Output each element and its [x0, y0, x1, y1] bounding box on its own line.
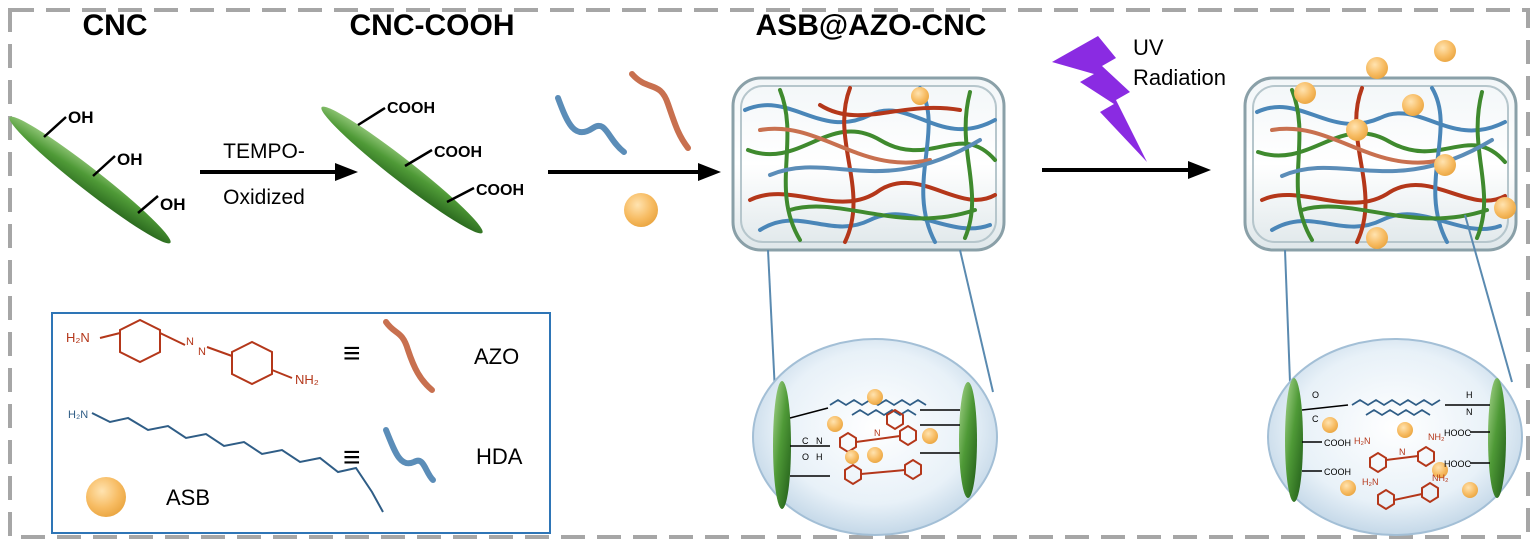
azo-amine-left: H₂N [66, 330, 90, 345]
cooh-group-3: COOH [476, 182, 524, 199]
hda-equiv-symbol: ≡ [343, 441, 361, 474]
legend-asb-label: ASB [166, 485, 210, 510]
step1-label-line2: Oxidized [223, 186, 305, 209]
zoom-loaded-amide-h: H [816, 452, 823, 462]
cooh-group-1: COOH [387, 100, 435, 117]
zoom-released-hooc-2: HOOC [1444, 459, 1472, 469]
zoom-released-nh2-1: NH₂ [1428, 432, 1445, 442]
zoom-line-right-released [1464, 214, 1513, 383]
azo-legend-icon [383, 319, 435, 393]
zoom-line-left-released [1284, 249, 1291, 383]
zoom-released-amide-o: O [1312, 390, 1319, 400]
title-cnc: CNC [83, 9, 148, 42]
cnc-cooh-rod [321, 106, 483, 234]
zoom-loaded-amide-n: N [816, 436, 823, 446]
zoom-released-amide-n: N [1466, 407, 1473, 417]
asb-ball-in-gel [911, 87, 929, 105]
zoom-released-cooh-2: COOH [1324, 467, 1351, 477]
arrow-step-2 [548, 163, 721, 181]
zoom-released-nh2-2: NH₂ [1432, 473, 1449, 483]
azo-nitrogen-2: N [198, 346, 206, 358]
azo-structure [99, 318, 293, 386]
azo-nitrogen-1: N [186, 336, 194, 348]
zoom-released-amide-c: C [1312, 414, 1319, 424]
zoom-line-left-loaded [767, 249, 776, 393]
hda-structure [91, 412, 384, 513]
zoom-bubble-loaded [752, 338, 998, 536]
zoom-released-h2n-2: H₂N [1362, 477, 1379, 487]
zoom-released-amide-h: H [1466, 390, 1473, 400]
azo-chain-reagent [629, 71, 691, 151]
oh-group-2: OH [117, 150, 143, 169]
arrow-step-3 [1042, 161, 1211, 179]
cooh-group-2: COOH [434, 144, 482, 161]
asb-legend-icon [86, 477, 126, 517]
legend-azo-label: AZO [474, 344, 519, 369]
zoom-released-hooc-1: HOOC [1444, 428, 1472, 438]
asb-ball-reagent [624, 193, 658, 227]
zoom-loaded-azo-n: N [874, 428, 881, 438]
title-asb-azo-cnc: ASB@AZO-CNC [756, 9, 987, 42]
dashed-border [8, 8, 1530, 539]
hda-chain-reagent [555, 95, 627, 155]
zoom-line-right-loaded [959, 249, 994, 393]
legend-hda-label: HDA [476, 444, 523, 469]
zoom-released-cooh-1: COOH [1324, 438, 1351, 448]
title-cnc-cooh: CNC-COOH [350, 9, 515, 42]
cnc-rod [9, 116, 171, 244]
hda-legend-icon [383, 427, 436, 483]
oh-group-3: OH [160, 195, 186, 214]
azo-equiv-symbol: ≡ [343, 337, 361, 370]
uv-label-line1: UV [1133, 35, 1164, 60]
released-asb-balls [1294, 40, 1516, 249]
hda-amine: H₂N [68, 409, 88, 421]
zoom-released-azo-n: N [1399, 447, 1406, 457]
hydrogel-block-loaded [731, 76, 1006, 252]
step1-label-line1: TEMPO- [223, 140, 305, 163]
uv-label-line2: Radiation [1133, 65, 1226, 90]
uv-lightning-icon [1052, 36, 1147, 162]
arrow-step-1 [200, 163, 358, 181]
zoom-loaded-amide-o: O [802, 452, 809, 462]
azo-amine-right: NH₂ [295, 372, 319, 387]
zoom-loaded-amide-c: C [802, 436, 809, 446]
zoom-bubble-released [1267, 338, 1523, 536]
zoom-released-h2n-1: H₂N [1354, 436, 1371, 446]
oh-group-1: OH [68, 108, 94, 127]
hydrogel-block-released [1243, 76, 1518, 252]
